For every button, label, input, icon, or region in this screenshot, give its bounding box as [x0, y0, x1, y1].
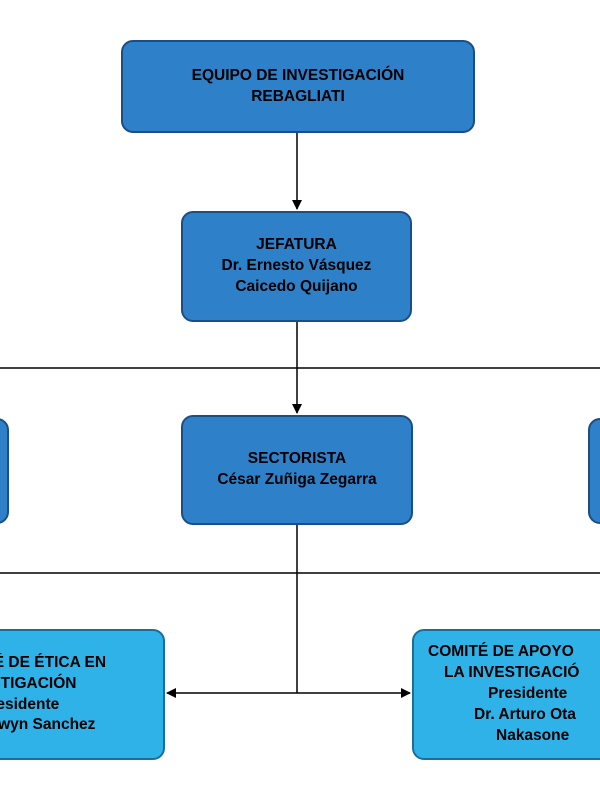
node-etica-line-1: ITÉ DE ÉTICA EN [0, 653, 107, 671]
node-jefatura: JEFATURA Dr. Ernesto Vásquez Caicedo Qui… [181, 211, 412, 322]
node-jefatura-line-3: Caicedo Quijano [235, 277, 358, 295]
node-etica-line-2: ESTIGACIÓN [0, 674, 77, 692]
node-comite-apoyo: COMITÉ DE APOYO LA INVESTIGACIÓ Presiden… [412, 629, 600, 760]
node-right-partial [588, 418, 600, 524]
node-sectorista-line-2: César Zuñiga Zegarra [217, 471, 377, 488]
node-equipo-investigacion: EQUIPO DE INVESTIGACIÓN REBAGLIATI [121, 40, 475, 133]
node-jefatura-line-1: JEFATURA [256, 236, 337, 254]
node-apoyo-line-2: LA INVESTIGACIÓ [444, 664, 580, 682]
node-equipo-line-1: EQUIPO DE INVESTIGACIÓN [191, 66, 405, 84]
node-left-partial [0, 418, 9, 524]
node-etica-line-3: Presidente [0, 695, 60, 713]
node-etica-line-4: adwyn Sanchez [0, 716, 96, 734]
node-apoyo-line-4: Dr. Arturo Ota [474, 705, 576, 723]
node-sectorista: SECTORISTA César Zuñiga Zegarra [181, 415, 413, 525]
node-jefatura-line-2: Dr. Ernesto Vásquez [221, 257, 372, 275]
node-sectorista-line-1: SECTORISTA [247, 450, 347, 468]
node-apoyo-line-1: COMITÉ DE APOYO [428, 643, 574, 661]
node-comite-etica: ITÉ DE ÉTICA EN ESTIGACIÓN Presidente ad… [0, 629, 165, 760]
node-apoyo-line-3: Presidente [488, 685, 568, 703]
node-apoyo-line-5: Nakasone [496, 726, 570, 744]
node-equipo-line-2: REBAGLIATI [251, 87, 345, 105]
